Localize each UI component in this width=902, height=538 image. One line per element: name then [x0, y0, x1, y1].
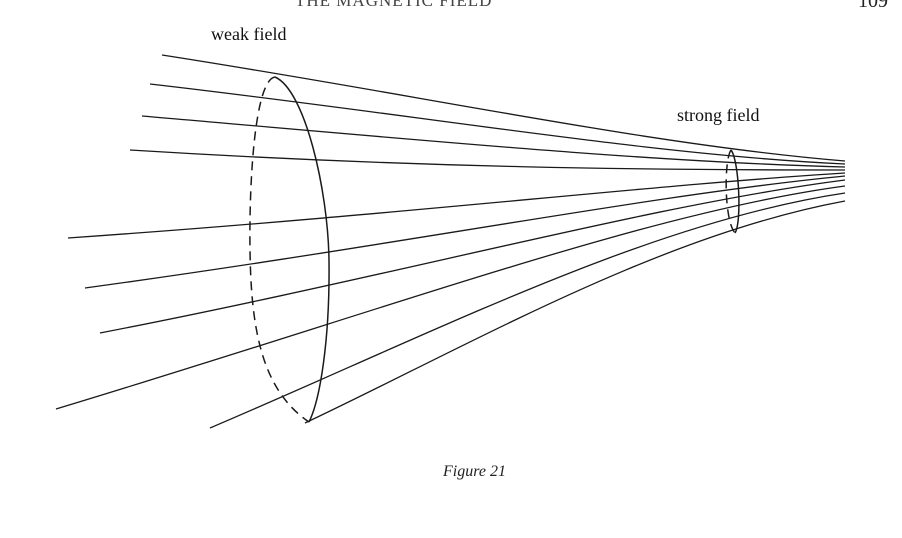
field-line: [84, 175, 846, 289]
weak-field-label: weak field: [211, 24, 287, 44]
figure-caption: Figure 21: [443, 463, 506, 480]
field-line: [129, 149, 846, 171]
field-line: [67, 172, 846, 239]
running-header: THE MAGNETIC FIELD: [295, 0, 493, 10]
field-line: [161, 54, 846, 162]
weak-field-ring: [249, 76, 330, 423]
field-line: [209, 192, 846, 429]
weak-field-ring-front: [274, 76, 330, 423]
strong-field-ring: [725, 149, 740, 234]
strong-field-ring-front: [730, 149, 740, 234]
field-line: [141, 115, 846, 168]
weak-field-ring-back: [249, 76, 310, 423]
field-line: [55, 185, 846, 410]
field-line: [149, 83, 846, 165]
field-line: [99, 179, 846, 334]
strong-field-ring-back: [725, 149, 736, 234]
field-lines: [55, 54, 846, 429]
field-line: [304, 200, 846, 424]
page-number: 109: [858, 0, 888, 12]
strong-field-label: strong field: [677, 105, 760, 125]
